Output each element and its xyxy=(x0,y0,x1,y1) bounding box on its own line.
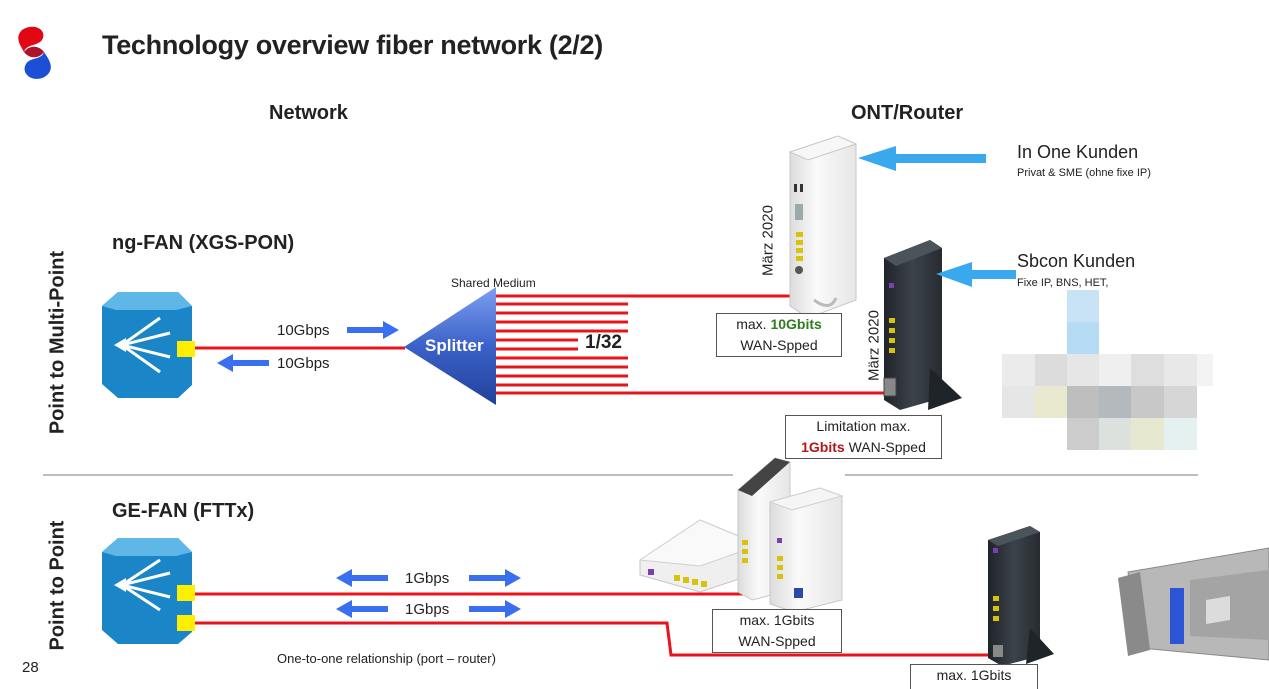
arrow-right-ngfan xyxy=(347,321,399,339)
slide-number: 28 xyxy=(22,659,39,676)
pointer-arrow-sbcon xyxy=(936,262,1016,287)
logo-red-shape xyxy=(18,26,44,52)
column-header-network: Network xyxy=(269,102,348,124)
customer-sbcon-subtitle: Fixe IP, BNS, HET, xyxy=(1017,277,1109,289)
section-title-ngfan: ng-FAN (XGS-PON) xyxy=(112,232,295,254)
speed-box-gefan-2: max. 1Gbits xyxy=(910,664,1038,689)
olt-device-gefan xyxy=(102,538,195,644)
box2-value: 1Gbits xyxy=(801,439,845,455)
logo-blue-shape xyxy=(24,52,51,79)
arrow-left-gefan-2 xyxy=(336,600,388,618)
arrow-left-gefan-1 xyxy=(336,569,388,587)
speed-label-gefan-1: 1Gbps xyxy=(405,570,450,587)
olt-port-ngfan xyxy=(177,341,195,357)
ont-white-router-1 xyxy=(788,135,858,319)
splitter-label: Splitter xyxy=(425,336,484,355)
arrow-left-ngfan xyxy=(217,354,269,372)
olt-device-ngfan xyxy=(102,292,195,398)
router-group-gefan xyxy=(638,457,844,613)
box3-line2: WAN-Spped xyxy=(738,633,816,649)
speed-label-ngfan-down: 10Gbps xyxy=(277,355,330,372)
arrow-right-gefan-1 xyxy=(469,569,521,587)
ont-dark-router-1 xyxy=(883,240,962,410)
relationship-label: One-to-one relationship (port – router) xyxy=(277,651,496,666)
box4-line1: max. 1Gbits xyxy=(936,667,1012,683)
box1-line2: WAN-Spped xyxy=(740,337,818,353)
split-ratio-label: 1/32 xyxy=(585,332,622,353)
box1-value: 10Gbits xyxy=(770,316,822,332)
blurred-image xyxy=(1002,290,1213,450)
company-logo xyxy=(18,26,51,79)
speed-label-ngfan-up: 10Gbps xyxy=(277,322,330,339)
column-header-ont-router: ONT/Router xyxy=(851,102,964,124)
customer-sbcon-title: Sbcon Kunden xyxy=(1017,251,1136,271)
speed-box-10gbits: max. 10Gbits WAN-Spped xyxy=(716,313,842,357)
olt-port-gefan-1 xyxy=(177,585,195,601)
arrow-right-gefan-2 xyxy=(469,600,521,618)
box2-line1: Limitation max. xyxy=(816,418,911,434)
fiber-gefan-2 xyxy=(195,621,1000,657)
splitter-triangle xyxy=(404,287,496,405)
shared-medium-label: Shared Medium xyxy=(451,276,536,290)
pointer-arrow-inone xyxy=(858,146,986,171)
page-title: Technology overview fiber network (2/2) xyxy=(102,30,603,60)
ont-dark-router-2 xyxy=(988,526,1054,666)
olt-port-gefan-2 xyxy=(177,615,195,631)
splitter-fibers xyxy=(490,294,890,395)
section-title-gefan: GE-FAN (FTTx) xyxy=(112,500,255,522)
router-date-label-1: März 2020 xyxy=(759,205,777,276)
customer-inone-title: In One Kunden xyxy=(1017,142,1139,162)
router-date-label-2: März 2020 xyxy=(865,310,883,381)
sfp-module xyxy=(1118,547,1269,661)
speed-box-limitation: Limitation max. 1Gbits WAN-Spped xyxy=(785,415,942,459)
box2-suffix: WAN-Spped xyxy=(844,439,926,455)
speed-label-gefan-2: 1Gbps xyxy=(405,601,450,618)
box3-line1: max. 1Gbits xyxy=(739,612,815,628)
speed-box-gefan-1: max. 1Gbits WAN-Spped xyxy=(712,609,842,653)
box1-prefix: max. xyxy=(736,316,771,332)
customer-inone-subtitle: Privat & SME (ohne fixe IP) xyxy=(1017,167,1151,179)
